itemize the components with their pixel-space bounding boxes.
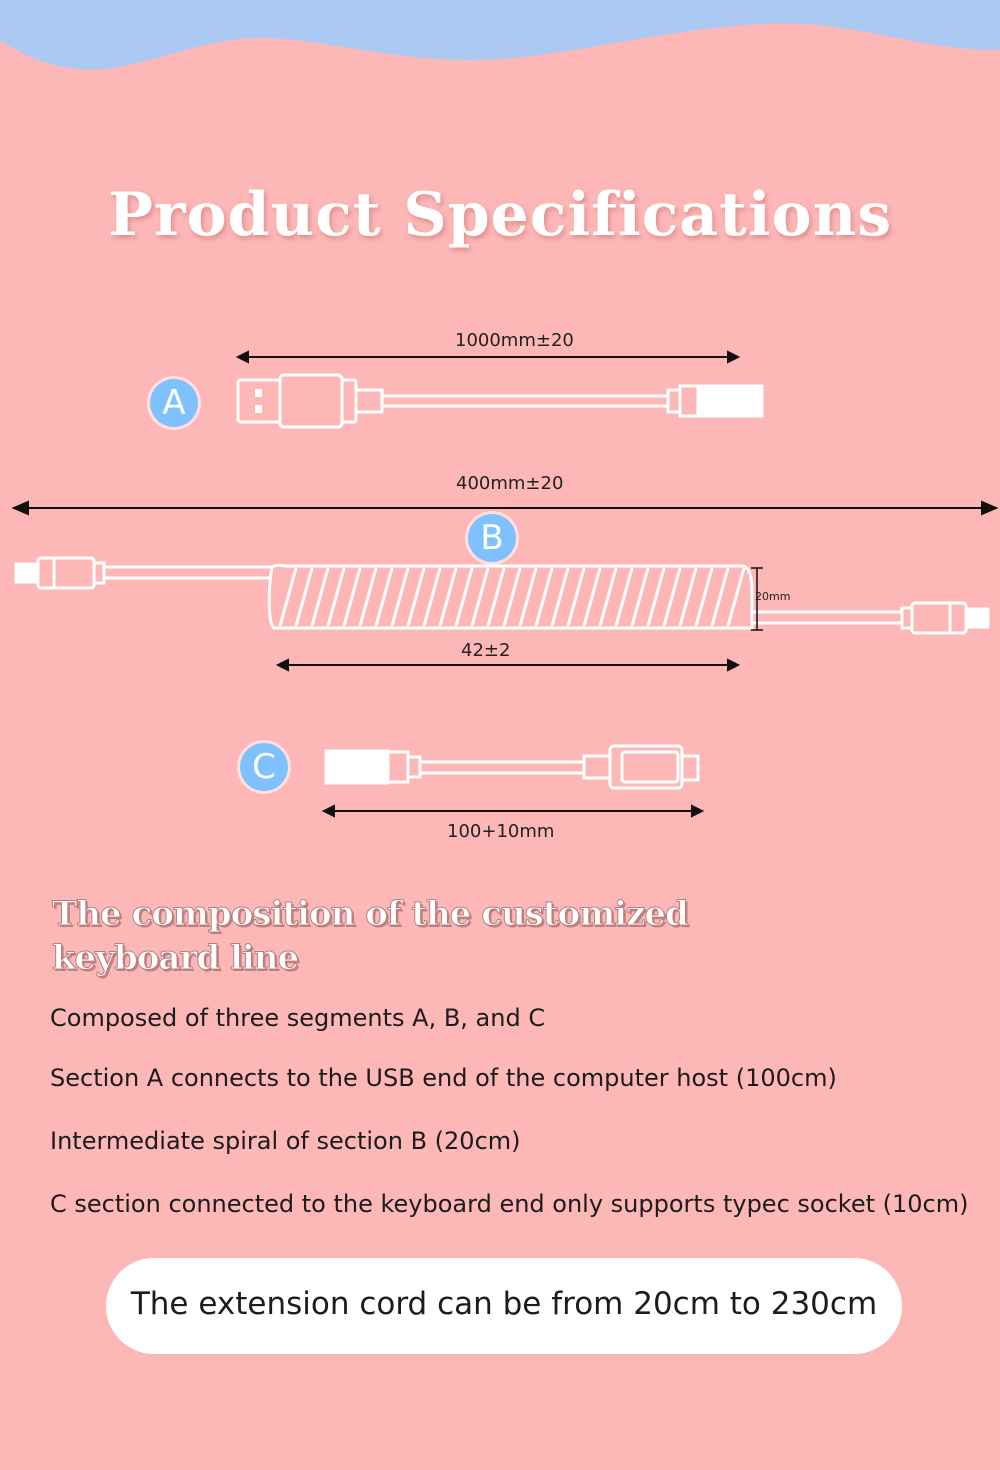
- segment-a-cable: [236, 373, 764, 429]
- composition-heading: The composition of the customized keyboa…: [52, 894, 690, 979]
- coil-length-label: 42±2: [461, 640, 511, 661]
- page-title: Product Specifications: [107, 180, 893, 250]
- segment-c-dimension-label: 100+10mm: [447, 821, 555, 842]
- segment-c-badge: C: [240, 743, 288, 791]
- segment-b-badge: B: [468, 514, 516, 562]
- segment-a-dimension-arrow: [235, 350, 741, 364]
- composition-item-1: Composed of three segments A, B, and C: [50, 1004, 546, 1032]
- segment-c-dimension-arrow: [321, 804, 705, 818]
- extension-note-pill: The extension cord can be from 20cm to 2…: [106, 1258, 902, 1354]
- composition-item-2: Section A connects to the USB end of the…: [50, 1064, 837, 1092]
- top-wave: [0, 0, 1000, 70]
- segment-c-cable: [324, 744, 700, 790]
- coil-height-marker: [751, 567, 763, 631]
- composition-item-3: Intermediate spiral of section B (20cm): [50, 1127, 521, 1155]
- coil-height-label: 20mm: [755, 590, 791, 603]
- segment-a-dimension-label: 1000mm±20: [455, 330, 574, 351]
- coil-length-arrow: [275, 658, 741, 672]
- cable-diagram: [0, 0, 1000, 818]
- extension-note-text: The extension cord can be from 20cm to 2…: [130, 1286, 878, 1322]
- segment-a-badge: A: [150, 379, 198, 427]
- segment-b-dimension-arrow: [11, 500, 999, 516]
- segment-b-dimension-label: 400mm±20: [456, 473, 564, 494]
- segment-b-cable: [14, 556, 990, 635]
- composition-item-4: C section connected to the keyboard end …: [50, 1190, 969, 1218]
